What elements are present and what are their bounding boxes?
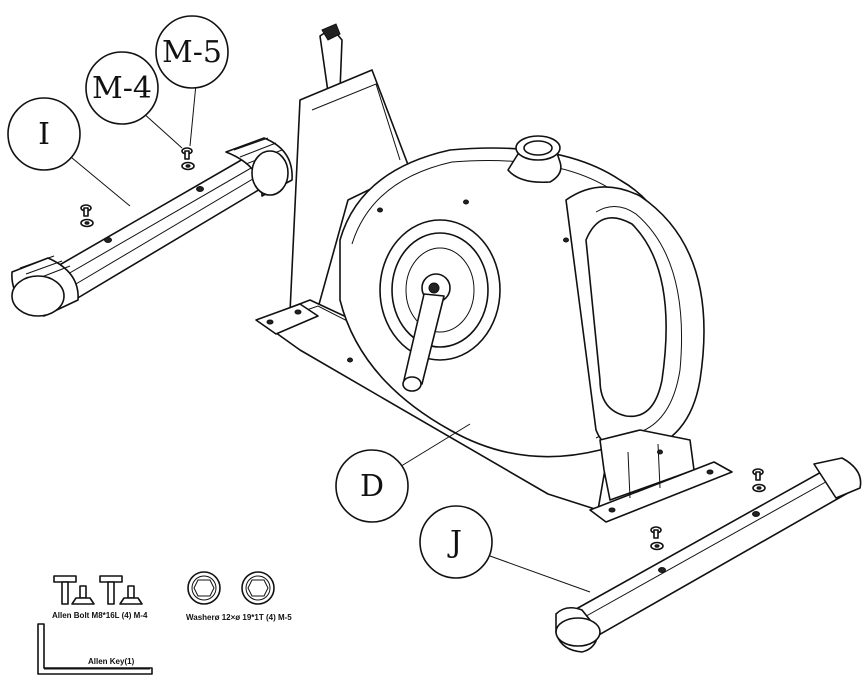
washer-label: Washerø 12×ø 19*1T (4) M-5 — [186, 613, 292, 622]
bolt-j-left — [650, 526, 664, 551]
hole — [104, 237, 112, 243]
rear-stabilizer-j — [555, 457, 862, 653]
bolt-left — [80, 204, 94, 228]
side-oval — [585, 216, 667, 418]
callout-j: J — [419, 505, 493, 579]
callout-m5: M-5 — [155, 15, 229, 89]
top-cup — [507, 135, 562, 184]
bolt-label: Allen Bolt M8*16L (4) M-4 — [52, 611, 148, 620]
allen-bolt-icon — [53, 575, 77, 605]
allen-bolt-icon — [71, 585, 95, 605]
hole — [196, 186, 204, 192]
hole — [658, 567, 666, 573]
bolt-j-right — [752, 468, 766, 493]
callout-m4: M-4 — [85, 51, 159, 125]
crank-disk — [379, 219, 501, 361]
bolt-m4-top — [181, 147, 195, 171]
callout-j-label: J — [447, 525, 462, 560]
callout-m5-label: M-5 — [162, 35, 222, 70]
callout-i-label: I — [38, 117, 50, 152]
end-cap-right — [225, 137, 293, 197]
allen-bolt-icon — [99, 575, 123, 605]
allen-key-icon — [37, 623, 153, 675]
washer-icon — [241, 571, 275, 605]
crank-arm — [403, 293, 445, 385]
end-cap-left — [11, 255, 79, 317]
front-plate — [255, 303, 319, 335]
allen-bolt-icon — [119, 585, 143, 605]
front-stabilizer-i — [11, 137, 293, 317]
allen-key-label: Allen Key(1) — [88, 657, 135, 666]
callout-d-label: D — [360, 469, 384, 504]
hole — [752, 511, 760, 517]
hardware-legend: Allen Bolt M8*16L (4) M-4 Washerø 12×ø 1… — [37, 571, 292, 675]
washer-icon — [187, 571, 221, 605]
rear-plate — [589, 461, 733, 523]
callout-m4-label: M-4 — [92, 71, 152, 106]
callout-i: I — [7, 97, 81, 171]
callout-d: D — [335, 449, 409, 523]
main-frame-d — [255, 23, 733, 523]
